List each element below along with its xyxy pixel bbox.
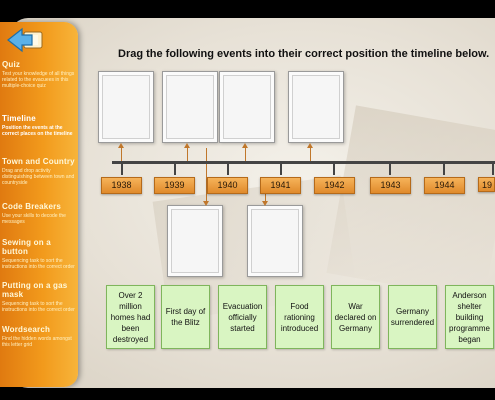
arrow-down-icon xyxy=(262,201,268,206)
drop-slot-area xyxy=(223,75,271,139)
connector-line xyxy=(206,148,207,203)
connector-line xyxy=(310,147,311,161)
menu-item-code-breakers[interactable]: Code Breakers Use your skills to decode … xyxy=(2,202,76,225)
arrow-up-icon xyxy=(307,143,313,148)
arrow-up-icon xyxy=(184,143,190,148)
drop-slot-lower[interactable] xyxy=(167,205,223,277)
menu-item-desc: Position the events at the correct place… xyxy=(2,125,73,137)
event-card[interactable]: Anderson shelter building programme bega… xyxy=(445,285,494,349)
year-label: 1944 xyxy=(424,177,465,194)
drop-slot-area xyxy=(171,209,219,273)
timeline-tick xyxy=(492,161,494,175)
year-label: 1940 xyxy=(207,177,248,194)
menu-item-sewing-on-a-button[interactable]: Sewing on a button Sequencing task to so… xyxy=(2,238,76,270)
back-arrow-icon xyxy=(7,27,43,53)
year-label: 1941 xyxy=(260,177,301,194)
menu-item-title: Putting on a gas mask xyxy=(2,281,68,299)
menu-item-quiz[interactable]: Quiz Test your knowledge of all things r… xyxy=(2,60,76,89)
drop-slot-area xyxy=(251,209,299,273)
menu-item-title: Quiz xyxy=(2,60,21,69)
drop-slot-area xyxy=(166,75,214,139)
menu-item-putting-on-a-gas-mask[interactable]: Putting on a gas mask Sequencing task to… xyxy=(2,281,76,313)
menu-item-title: Timeline xyxy=(2,114,36,123)
menu-item-desc: Sequencing task to sort the instructions… xyxy=(2,258,75,270)
year-label: 1943 xyxy=(370,177,411,194)
connector-line xyxy=(187,147,188,161)
arrow-up-icon xyxy=(118,143,124,148)
year-label: 1938 xyxy=(101,177,142,194)
event-card[interactable]: Evacuation officially started xyxy=(218,285,267,349)
sidebar: Quiz Test your knowledge of all things r… xyxy=(0,22,78,387)
drop-slot-upper[interactable] xyxy=(98,71,154,143)
menu-item-title: Wordsearch xyxy=(2,325,51,334)
menu-item-town-and-country[interactable]: Town and Country Drag and drop activity … xyxy=(2,157,76,186)
event-card[interactable]: Food rationing introduced xyxy=(275,285,324,349)
connector-line xyxy=(121,147,122,161)
drop-slot-area xyxy=(292,75,340,139)
menu-item-desc: Drag and drop activity distinguishing be… xyxy=(2,168,75,186)
timeline-tick xyxy=(174,161,176,175)
timeline-tick xyxy=(333,161,335,175)
drop-slot-upper[interactable] xyxy=(162,71,218,143)
timeline-tick xyxy=(227,161,229,175)
drop-slot-lower[interactable] xyxy=(247,205,303,277)
menu-item-desc: Test your knowledge of all things relate… xyxy=(2,71,75,89)
arrow-up-icon xyxy=(242,143,248,148)
background-photo xyxy=(326,105,495,301)
drop-slot-upper[interactable] xyxy=(288,71,344,143)
menu-item-title: Sewing on a button xyxy=(2,238,51,256)
connector-line xyxy=(245,147,246,161)
menu-item-desc: Sequencing task to sort the instructions… xyxy=(2,301,75,313)
back-button[interactable] xyxy=(4,26,48,54)
year-label: 1939 xyxy=(154,177,195,194)
event-card[interactable]: Over 2 million homes had been destroyed xyxy=(106,285,155,349)
menu-item-desc: Find the hidden words amongst this lette… xyxy=(2,336,72,348)
menu-item-desc: Use your skills to decode the messages xyxy=(2,213,66,225)
timeline-tick xyxy=(280,161,282,175)
timeline-tick xyxy=(443,161,445,175)
event-card[interactable]: Germany surrendered xyxy=(388,285,437,349)
connector-line xyxy=(265,192,266,203)
bottom-bar xyxy=(0,388,495,400)
event-card[interactable]: War declared on Germany xyxy=(331,285,380,349)
timeline-axis xyxy=(112,161,495,164)
year-label: 19 xyxy=(478,177,495,192)
drop-slot-upper[interactable] xyxy=(219,71,275,143)
instruction-text: Drag the following events into their cor… xyxy=(118,48,490,60)
menu-item-wordsearch[interactable]: Wordsearch Find the hidden words amongst… xyxy=(2,325,76,348)
timeline-tick xyxy=(389,161,391,175)
timeline-tick xyxy=(121,161,123,175)
event-card[interactable]: First day of the Blitz xyxy=(161,285,210,349)
drop-slot-area xyxy=(102,75,150,139)
arrow-down-icon xyxy=(203,201,209,206)
year-label: 1942 xyxy=(314,177,355,194)
menu-item-timeline[interactable]: Timeline Position the events at the corr… xyxy=(2,114,76,137)
menu-item-title: Town and Country xyxy=(2,157,75,166)
menu-item-title: Code Breakers xyxy=(2,202,62,211)
